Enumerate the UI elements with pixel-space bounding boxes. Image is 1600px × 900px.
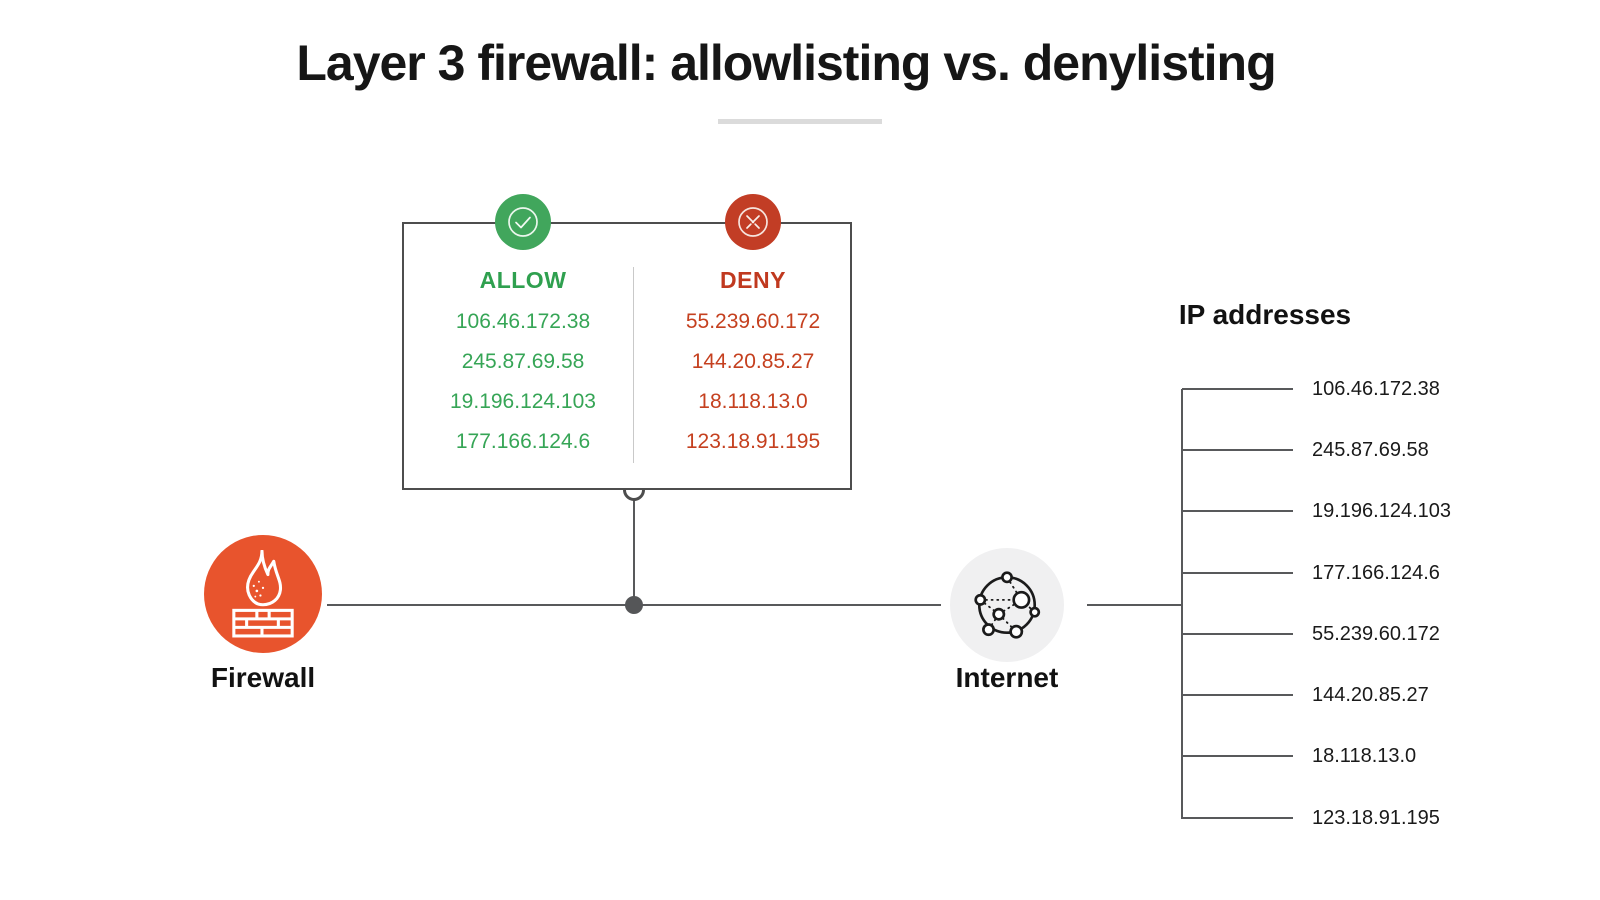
check-circle-icon (495, 194, 551, 250)
ip-list-item: 144.20.85.27 (1312, 684, 1429, 706)
line-junction-dot (625, 596, 643, 614)
ip-bracket-line (1181, 389, 1183, 819)
ip-list-item: 106.46.172.38 (1312, 378, 1440, 400)
cross-circle-icon (725, 194, 781, 250)
ip-list-item: 123.18.91.195 (1312, 807, 1440, 829)
allow-ip: 106.46.172.38 (455, 310, 591, 333)
allow-column: ALLOW 106.46.172.38 245.87.69.58 19.196.… (408, 266, 638, 462)
firewall-label: Firewall (210, 662, 316, 693)
deny-ip: 144.20.85.27 (691, 350, 815, 373)
panel-drop-line (633, 497, 635, 606)
allow-ip: 177.166.124.6 (455, 430, 591, 453)
panel-column-divider (633, 267, 634, 463)
ip-list-item: 245.87.69.58 (1312, 439, 1429, 461)
ip-list-heading: IP addresses (1178, 299, 1352, 330)
ip-branch-line (1182, 510, 1293, 512)
allow-header: ALLOW (479, 267, 567, 293)
deny-ip: 55.239.60.172 (685, 310, 821, 333)
check-icon (508, 207, 538, 237)
internet-label: Internet (955, 662, 1059, 693)
allow-deny-panel: ALLOW 106.46.172.38 245.87.69.58 19.196.… (402, 222, 852, 490)
allow-ip: 19.196.124.103 (450, 390, 596, 413)
ip-list-item: 55.239.60.172 (1312, 623, 1440, 645)
ip-branch-line (1182, 817, 1293, 819)
deny-ip: 18.118.13.0 (698, 390, 808, 413)
cross-icon (738, 207, 768, 237)
deny-ip: 123.18.91.195 (685, 430, 821, 453)
title-underline-rule (718, 119, 882, 124)
page-title: Layer 3 firewall: allowlisting vs. denyl… (296, 35, 1276, 91)
ip-branch-line (1182, 449, 1293, 451)
ip-list-item: 18.118.13.0 (1312, 745, 1417, 767)
ip-branch-line (1182, 388, 1293, 390)
firewall-flame-icon (232, 550, 294, 638)
deny-column: DENY 55.239.60.172 144.20.85.27 18.118.1… (643, 266, 863, 462)
internet-iplist-line (1087, 604, 1183, 606)
deny-header: DENY (720, 267, 786, 293)
ip-branch-line (1182, 633, 1293, 635)
ip-branch-line (1182, 755, 1293, 757)
ip-list-item: 19.196.124.103 (1312, 500, 1452, 522)
ip-branch-line (1182, 694, 1293, 696)
allow-ip: 245.87.69.58 (461, 350, 585, 373)
ip-list-item: 177.166.124.6 (1312, 562, 1440, 584)
internet-globe-icon (974, 571, 1041, 639)
ip-branch-line (1182, 572, 1293, 574)
firewall-node (204, 535, 322, 653)
internet-node (950, 548, 1064, 662)
